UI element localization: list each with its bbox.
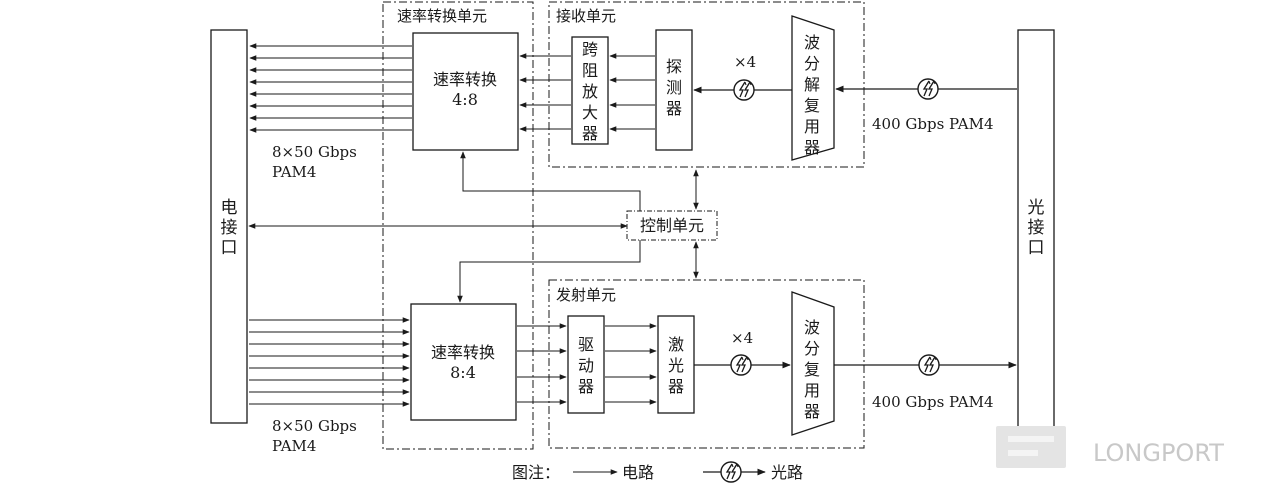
demux-char-2: 分 bbox=[804, 54, 820, 73]
tia-char-4: 大 bbox=[582, 103, 598, 122]
electrical-rate-top-line-1: 8×50 Gbps bbox=[272, 143, 357, 161]
rate-converter-rx-line-1: 速率转换 bbox=[433, 70, 497, 89]
demux-char-3: 解 bbox=[804, 75, 820, 94]
optical-symbol-tx-output bbox=[918, 354, 940, 376]
rate-converter-rx-line-2: 4:8 bbox=[452, 90, 478, 109]
detector-char-2: 测 bbox=[666, 78, 682, 97]
mux-char-3: 复 bbox=[804, 360, 820, 379]
control-unit-label: 控制单元 bbox=[640, 216, 704, 235]
demux-block: 波 分 解 复 用 器 bbox=[791, 15, 835, 161]
control-to-rx-converter-arrow bbox=[460, 151, 641, 211]
rate-converter-tx: 速率转换 8:4 bbox=[410, 303, 517, 421]
electrical-interface-char-1: 电 bbox=[221, 198, 238, 218]
rate-converter-tx-line-2: 8:4 bbox=[450, 363, 476, 382]
driver-char-3: 器 bbox=[578, 377, 594, 396]
legend-title: 图注： bbox=[512, 463, 560, 482]
electrical-rate-bottom-line-1: 8×50 Gbps bbox=[272, 417, 357, 435]
watermark: LONGPORT bbox=[996, 426, 1224, 468]
detector-block: 探 测 器 bbox=[655, 29, 693, 151]
control-unit: 控制单元 bbox=[626, 210, 718, 241]
electrical-rate-bottom-line-2: PAM4 bbox=[272, 437, 316, 455]
optical-interface-char-2: 接 bbox=[1028, 218, 1045, 238]
legend-electrical-label: 电路 bbox=[622, 463, 654, 482]
demux-char-4: 复 bbox=[804, 96, 820, 115]
legend: 图注： 电路 光路 bbox=[512, 461, 803, 483]
driver-block: 驱 动 器 bbox=[567, 315, 605, 414]
laser-char-2: 光 bbox=[668, 356, 684, 375]
optical-symbol-rx-input bbox=[917, 78, 939, 100]
mux-char-2: 分 bbox=[804, 339, 820, 358]
tia-char-1: 跨 bbox=[582, 40, 598, 59]
lane-count-tx: ×4 bbox=[731, 329, 753, 347]
transmit-unit-label: 发射单元 bbox=[556, 286, 616, 304]
electrical-interface: 电 接 口 bbox=[210, 29, 248, 424]
optical-symbol-rx-lanes bbox=[733, 79, 755, 101]
optical-rate-tx: 400 Gbps PAM4 bbox=[872, 393, 994, 411]
legend-optical-symbol bbox=[720, 461, 742, 483]
demux-char-1: 波 bbox=[804, 33, 820, 52]
receive-unit-label: 接收单元 bbox=[556, 7, 616, 25]
driver-char-2: 动 bbox=[578, 356, 594, 375]
electrical-rate-top-line-2: PAM4 bbox=[272, 163, 316, 181]
watermark-text: LONGPORT bbox=[1093, 439, 1224, 467]
mux-char-5: 器 bbox=[804, 402, 820, 421]
rate-conversion-unit-label: 速率转换单元 bbox=[397, 7, 487, 25]
electrical-interface-char-3: 口 bbox=[221, 238, 238, 258]
detector-char-3: 器 bbox=[666, 99, 682, 118]
driver-char-1: 驱 bbox=[578, 335, 594, 354]
lane-count-rx: ×4 bbox=[734, 53, 756, 71]
laser-block: 激 光 器 bbox=[657, 315, 695, 414]
mux-block: 波 分 复 用 器 bbox=[791, 291, 835, 436]
control-links bbox=[248, 151, 699, 303]
mux-char-1: 波 bbox=[804, 318, 820, 337]
tia-block: 跨 阻 放 大 器 bbox=[571, 36, 609, 145]
legend-optical-label: 光路 bbox=[771, 463, 803, 482]
rate-converter-rx: 速率转换 4:8 bbox=[412, 32, 519, 151]
control-to-tx-converter-arrow bbox=[457, 240, 641, 303]
rate-converter-tx-line-1: 速率转换 bbox=[431, 343, 495, 362]
optical-interface-char-1: 光 bbox=[1028, 198, 1045, 218]
tia-char-2: 阻 bbox=[582, 61, 598, 80]
transmit-unit-boundary bbox=[548, 279, 865, 449]
laser-char-3: 器 bbox=[668, 377, 684, 396]
signal-arrows bbox=[249, 43, 657, 407]
optical-interface-char-3: 口 bbox=[1028, 238, 1045, 258]
demux-char-6: 器 bbox=[804, 138, 820, 157]
optical-rate-rx: 400 Gbps PAM4 bbox=[872, 115, 994, 133]
tia-char-3: 放 bbox=[582, 82, 598, 101]
demux-char-5: 用 bbox=[804, 117, 820, 136]
electrical-interface-char-2: 接 bbox=[221, 218, 238, 238]
laser-char-1: 激 bbox=[668, 335, 684, 354]
tia-char-5: 器 bbox=[582, 124, 598, 143]
optical-symbol-tx-lanes bbox=[730, 354, 752, 376]
optical-interface: 光 接 口 bbox=[1017, 29, 1055, 431]
detector-char-1: 探 bbox=[666, 57, 682, 76]
mux-char-4: 用 bbox=[804, 381, 820, 400]
